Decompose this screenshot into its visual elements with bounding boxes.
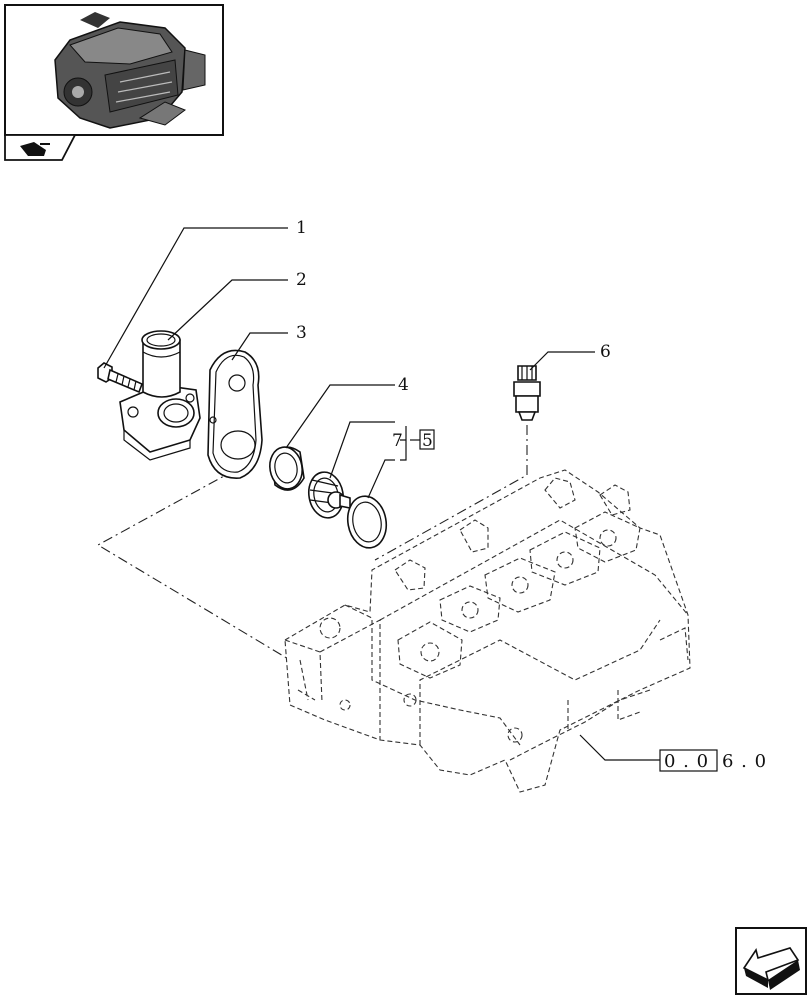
callout-4[interactable]: 4: [398, 375, 409, 395]
seal-ring-part[interactable]: [267, 445, 306, 492]
assembly-alignment-lines: [96, 425, 528, 661]
leader-lines: [103, 227, 660, 761]
temperature-sensor-part[interactable]: [513, 365, 541, 421]
callout-labels: 1 2 3 4 5 6 7: [296, 218, 611, 451]
o-ring-part[interactable]: [344, 493, 390, 551]
callout-2[interactable]: 2: [296, 270, 307, 290]
reference-boxed-part: 0 . 0: [664, 751, 709, 772]
callout-6[interactable]: 6: [600, 342, 611, 362]
thermostat-part[interactable]: [305, 469, 351, 520]
engine-thumbnail-drawing: [54, 12, 206, 129]
bolt-part[interactable]: [97, 362, 144, 394]
cylinder-head-phantom: [284, 469, 691, 793]
callout-3[interactable]: 3: [296, 323, 307, 343]
gasket-part[interactable]: [207, 349, 263, 479]
callout-1[interactable]: 1: [296, 218, 307, 238]
outlet-housing-part[interactable]: [119, 330, 201, 461]
next-page-arrow-icon[interactable]: [735, 927, 807, 995]
reference-label[interactable]: 0 . 0 6 . 0: [659, 749, 767, 772]
callout-5[interactable]: 5: [422, 431, 433, 451]
engine-section-icon[interactable]: [4, 134, 77, 161]
callout-5-box[interactable]: 5: [419, 429, 435, 451]
engine-thumbnail[interactable]: [4, 4, 224, 136]
reference-rest-part: 6 . 0: [722, 751, 767, 772]
callout-7[interactable]: 7: [392, 431, 403, 451]
